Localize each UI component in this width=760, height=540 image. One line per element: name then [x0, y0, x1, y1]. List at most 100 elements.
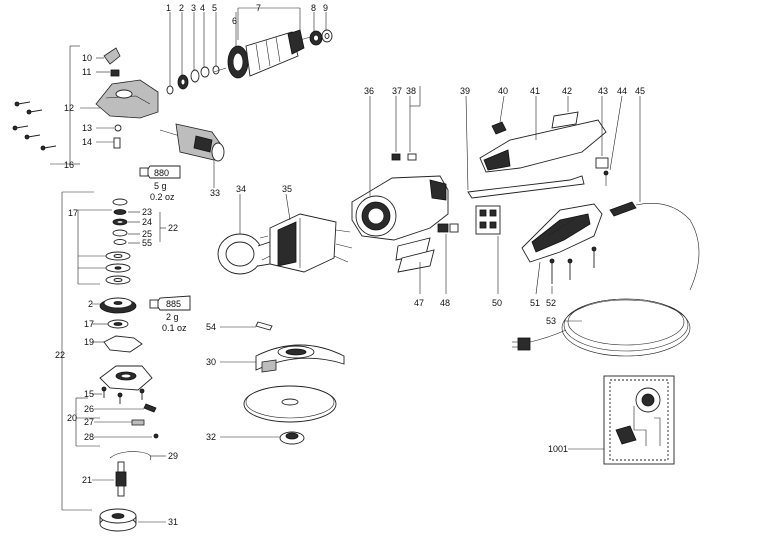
switch-icon: [475, 205, 501, 294]
gasket-icon: [103, 335, 143, 353]
callout-40: 40: [498, 86, 508, 96]
callout-7: 7: [256, 3, 261, 13]
spindle-icon: [115, 461, 127, 497]
callout-20: 20: [67, 413, 77, 423]
stator-icon: [259, 193, 353, 273]
screw-icons: [12, 101, 57, 151]
cable-clamp-icon: [595, 95, 623, 186]
bearing-ring-icon: [166, 85, 174, 95]
motor-housing-icon: [351, 96, 449, 241]
grease-tube-885: 885 2 g 0.1 oz: [149, 295, 191, 333]
top-cover-icon: [479, 96, 607, 173]
callout-5: 5: [212, 3, 217, 13]
spindle-stack: [61, 191, 166, 532]
pin-icon: [220, 321, 273, 331]
callout-17-top: 17: [68, 208, 78, 218]
washer-icon: [200, 66, 210, 78]
bevel-gear-icon: [99, 297, 137, 314]
callout-32: 32: [206, 432, 216, 442]
clamping-nut-icon: [220, 431, 305, 445]
callout-10: 10: [82, 53, 92, 63]
grease-tube-885-code: 885: [166, 299, 181, 309]
callout-14: 14: [82, 137, 92, 147]
callout-54: 54: [206, 322, 216, 332]
callout-2-left: 2: [88, 299, 93, 309]
grinding-disc-icon: [243, 385, 337, 423]
callout-37: 37: [392, 86, 402, 96]
grease-tube-885-amount-oz: 0.1 oz: [162, 323, 187, 333]
wheel-guard-icon: [220, 344, 345, 373]
armature-assembly: [166, 7, 333, 95]
callout-16: 16: [64, 160, 74, 170]
callout-33: 33: [210, 188, 220, 198]
handle-shell-icon: [521, 203, 603, 295]
callout-19: 19: [84, 337, 94, 347]
callout-42: 42: [562, 86, 572, 96]
callout-55: 55: [142, 238, 152, 248]
screw-icons: [101, 386, 145, 404]
callout-48: 48: [440, 298, 450, 308]
callout-15: 15: [84, 389, 94, 399]
armature-icon: [213, 29, 315, 79]
callout-41: 41: [530, 86, 540, 96]
washer-icon: [190, 69, 200, 83]
wiring-inset-icon: [568, 375, 675, 465]
callout-50: 50: [492, 298, 502, 308]
grease-tube-880-code: 880: [154, 168, 169, 178]
clip-icon: [491, 95, 507, 135]
callout-51: 51: [530, 298, 540, 308]
callout-8: 8: [311, 3, 316, 13]
callout-21: 21: [82, 475, 92, 485]
label-plate-icon: [551, 96, 579, 129]
callout-4: 4: [200, 3, 205, 13]
lock-pin-icon: [143, 403, 157, 413]
spring-icon: [131, 419, 145, 426]
callout-34: 34: [236, 184, 246, 194]
callout-22-right: 22: [168, 223, 178, 233]
callout-36: 36: [364, 86, 374, 96]
pin-icon: [113, 137, 121, 149]
callout-1001: 1001: [548, 444, 568, 454]
washer-icon: [112, 229, 128, 237]
callout-25: 25: [142, 229, 152, 239]
callout-30: 30: [206, 357, 216, 367]
callout-28: 28: [84, 432, 94, 442]
callout-22-left: 22: [55, 350, 65, 360]
washer-icon: [212, 65, 220, 75]
spindle-lock-button-icon: [103, 47, 121, 65]
retaining-ring-icon: [112, 198, 128, 206]
power-cable-icon: [512, 96, 700, 357]
switch-rod-icon: [465, 95, 585, 199]
callout-12: 12: [64, 103, 74, 113]
callout-53: 53: [546, 316, 556, 326]
callout-52: 52: [546, 298, 556, 308]
grease-tube-880-amount-oz: 0.2 oz: [150, 192, 175, 202]
fan-baffle-icon: [217, 194, 271, 275]
grease-tube-880-amount-g: 5 g: [154, 181, 167, 191]
callout-6: 6: [232, 16, 237, 26]
callout-29: 29: [168, 451, 178, 461]
screw-icons: [549, 246, 597, 294]
callout-2: 2: [179, 3, 184, 13]
callout-31: 31: [168, 517, 178, 527]
brush-holder-icons: [391, 86, 421, 161]
callout-45: 45: [635, 86, 645, 96]
callout-44: 44: [617, 86, 627, 96]
callout-17-middle: 17: [84, 319, 94, 329]
washer-icon: [113, 209, 127, 215]
side-handle-icon: [159, 123, 225, 188]
grease-tube-885-amount-g: 2 g: [166, 312, 179, 322]
bearing-flange-icon: [99, 365, 153, 391]
flange-icon: [99, 508, 137, 532]
grease-tube-880: 880 5 g 0.2 oz: [139, 165, 181, 202]
callout-9: 9: [323, 3, 328, 13]
spring-icon: [110, 69, 120, 77]
insulation-sheet-icons: [395, 223, 459, 294]
callout-27: 27: [84, 417, 94, 427]
callout-47: 47: [414, 298, 424, 308]
callout-35: 35: [282, 184, 292, 194]
callout-3: 3: [191, 3, 196, 13]
callout-1: 1: [166, 3, 171, 13]
gear-housing-icon: [95, 79, 159, 119]
